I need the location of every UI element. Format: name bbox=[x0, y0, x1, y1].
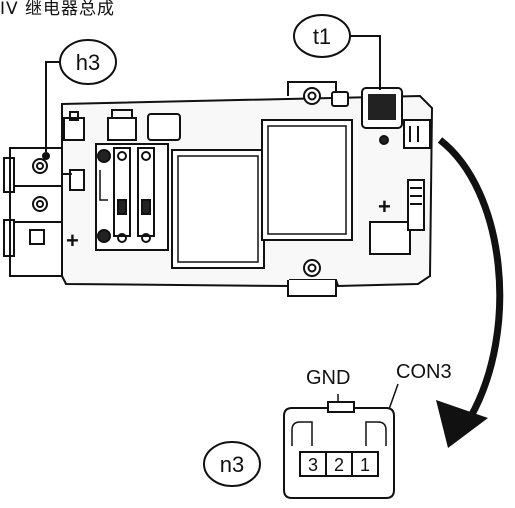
leader-line-h3 bbox=[45, 61, 60, 152]
con3-label: CON3 bbox=[396, 361, 452, 383]
pin-row bbox=[299, 451, 379, 477]
pin-3: 3 bbox=[308, 455, 318, 475]
leader-line-t1 bbox=[350, 35, 381, 90]
pin-2: 2 bbox=[334, 455, 344, 475]
callout-h3: h3 bbox=[42, 39, 117, 160]
callout-t1-label: t1 bbox=[313, 24, 331, 49]
plus-symbol-left: + bbox=[66, 228, 79, 253]
page-title: IV 继电器总成 bbox=[0, 0, 116, 19]
callout-t1: t1 bbox=[293, 14, 381, 90]
connector-latch bbox=[327, 401, 355, 413]
callout-h3-label: h3 bbox=[76, 50, 100, 75]
minus-symbol: − bbox=[62, 164, 73, 184]
connector-n3: GND CON3 3 2 1 n3 bbox=[203, 361, 452, 499]
callout-n3-label: n3 bbox=[220, 452, 244, 477]
relay-assembly bbox=[3, 81, 434, 297]
gnd-label: GND bbox=[306, 367, 350, 389]
callout-n3 bbox=[203, 441, 261, 487]
leader-dot-h3 bbox=[42, 152, 50, 160]
pin-1: 1 bbox=[360, 455, 370, 475]
plus-symbol-right: + bbox=[378, 194, 391, 219]
curved-arrow bbox=[436, 137, 504, 448]
